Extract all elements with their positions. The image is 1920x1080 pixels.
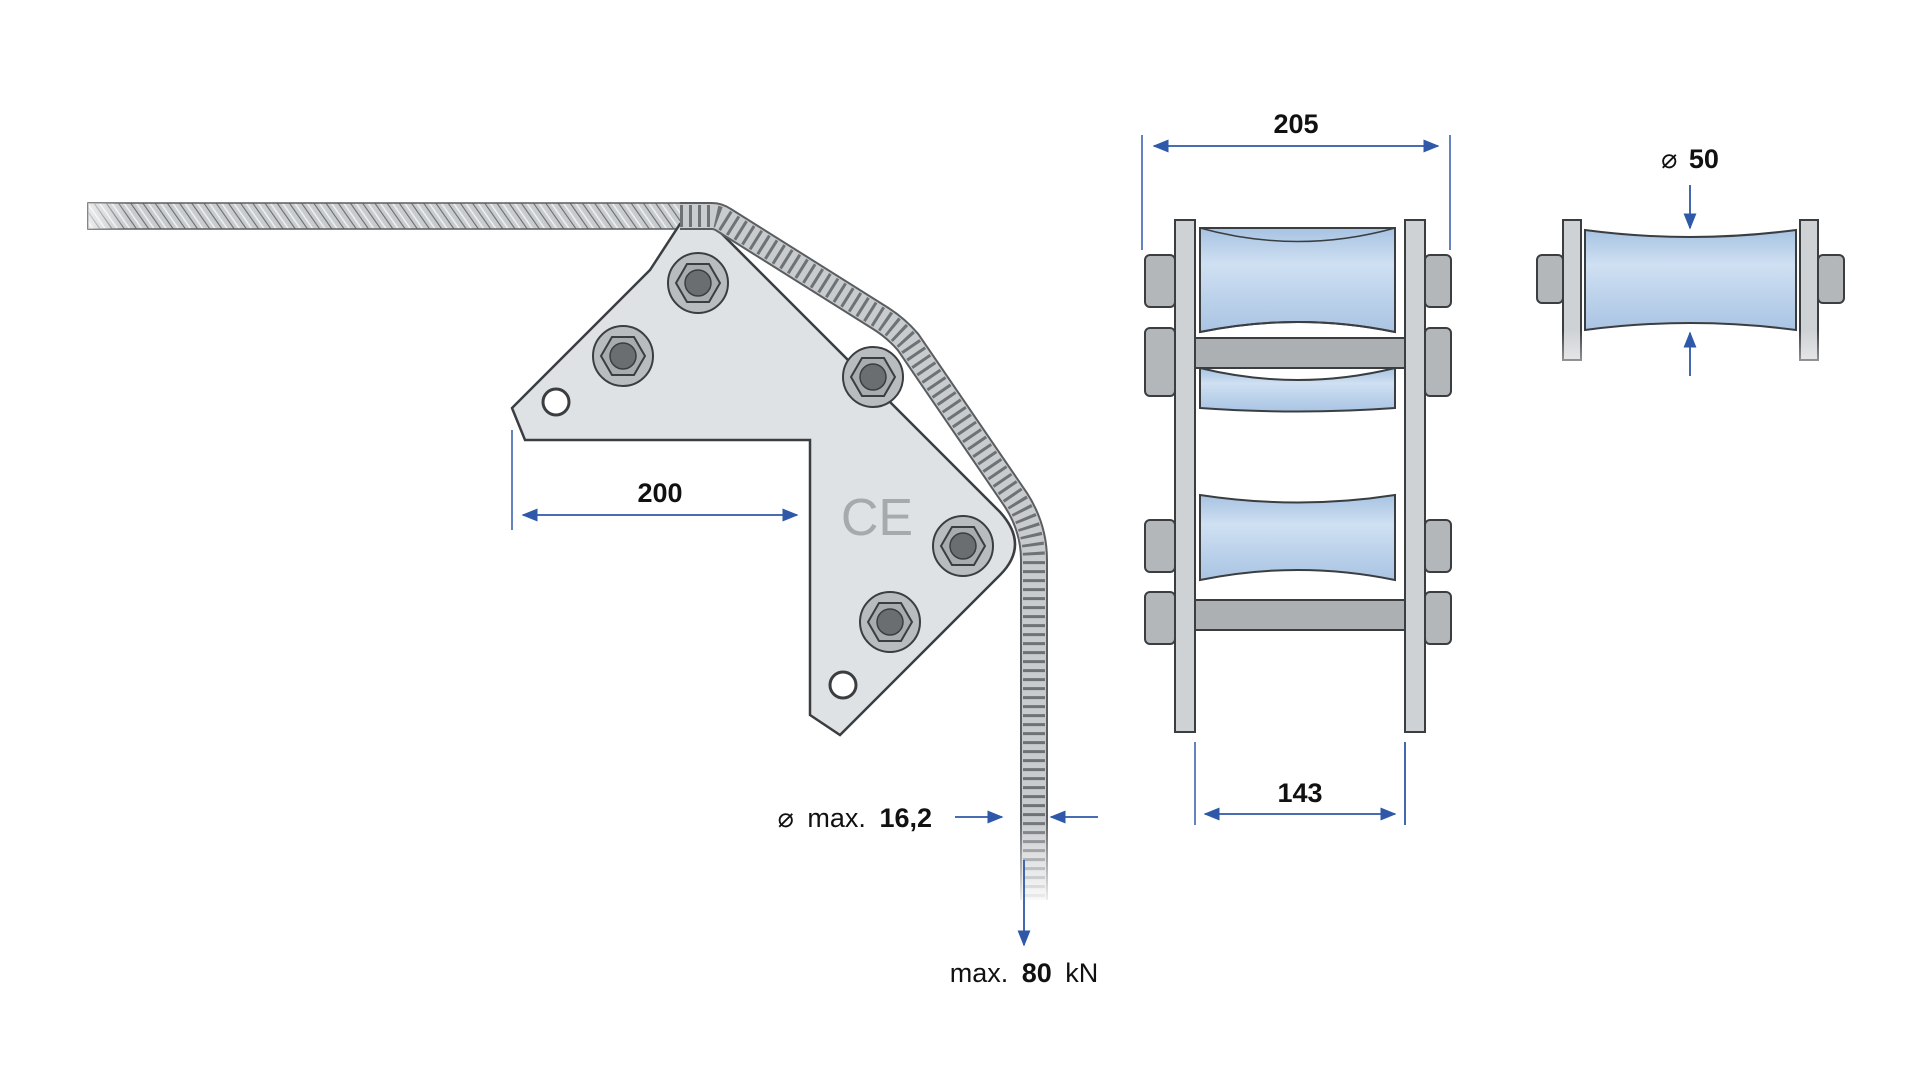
roller-frame-view: 205 143 [1141, 109, 1452, 825]
bolt [859, 591, 921, 653]
nut [1144, 254, 1176, 308]
bolt [592, 325, 654, 387]
rope-fade-bottom [1010, 820, 1060, 910]
roller-top-waist [1199, 227, 1396, 243]
roller-diameter-value: 50 [1689, 144, 1719, 174]
roller-top-contour [1199, 321, 1396, 333]
side-plate-left [1174, 219, 1196, 733]
load-label: max. 80 kN [950, 958, 1099, 988]
roller-bottom [1199, 493, 1396, 582]
nut [1424, 254, 1452, 308]
rope-diameter-label: ⌀ max. 16,2 [778, 803, 932, 833]
rope-fade-left [88, 203, 128, 229]
nut [1144, 327, 1176, 397]
roller-diameter-symbol: ⌀ [1661, 144, 1677, 174]
dimension-143-label: 143 [1277, 778, 1322, 808]
detail-nut-right [1817, 254, 1845, 304]
corner-guide-plate-view: CE 200 ⌀ max. 16,2 max. 80 kN [87, 202, 1099, 988]
detail-nut-left [1536, 254, 1564, 304]
nut [1144, 591, 1176, 645]
steel-plate [510, 222, 1017, 737]
wire-rope-strands [680, 205, 1045, 900]
bolt [932, 515, 994, 577]
nut [1424, 327, 1452, 397]
rope-diameter-value: 16,2 [879, 803, 932, 833]
mounting-hole-left [541, 387, 571, 417]
load-prefix: max. [950, 958, 1009, 988]
ce-mark: CE [841, 489, 913, 547]
spacer-bar-bottom [1194, 599, 1406, 631]
roller-top [1199, 227, 1396, 334]
bolt [667, 252, 729, 314]
wire-rope-horizontal [87, 202, 689, 230]
load-value: 80 [1022, 958, 1052, 988]
detail-roller [1584, 228, 1797, 332]
rope-diameter-prefix: max. [807, 803, 866, 833]
side-plate-right [1404, 219, 1426, 733]
load-unit: kN [1065, 958, 1098, 988]
dimension-205-label: 205 [1273, 109, 1318, 139]
nut [1424, 519, 1452, 573]
roller-diameter-label: ⌀ 50 [1661, 144, 1719, 174]
mounting-hole-bottom [828, 670, 858, 700]
roller-top-lower [1199, 366, 1396, 413]
dimension-200-label: 200 [637, 478, 682, 508]
nut [1424, 591, 1452, 645]
detail-fade-bottom [1560, 330, 1824, 400]
spacer-bar-top [1194, 337, 1406, 369]
single-roller-detail-view: ⌀ 50 [1536, 144, 1845, 400]
diameter-symbol: ⌀ [778, 803, 794, 833]
nut [1144, 519, 1176, 573]
bolt [842, 346, 904, 408]
